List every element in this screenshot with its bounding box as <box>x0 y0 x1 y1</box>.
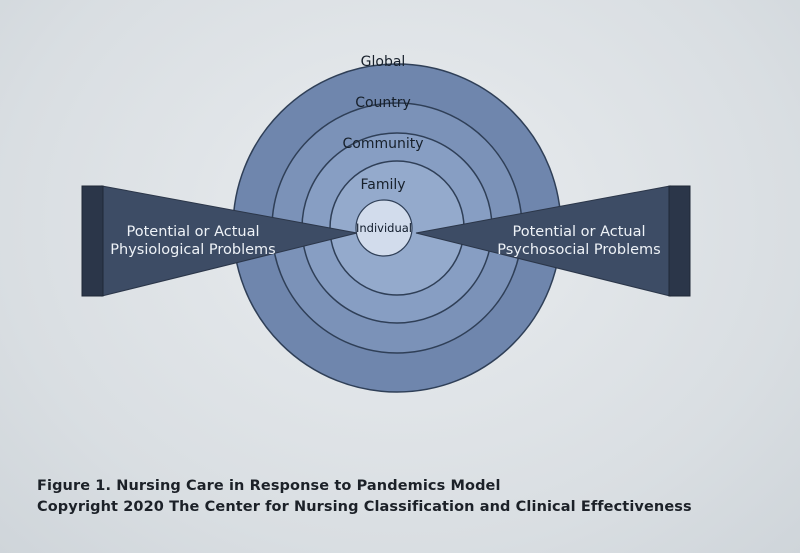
figure-caption-copyright: Copyright 2020 The Center for Nursing Cl… <box>37 499 692 515</box>
left-wedge-physiological: Potential or Actual Physiological Proble… <box>81 185 358 297</box>
ring-label-community: Community <box>342 136 423 152</box>
right-wedge-psychosocial: Potential or Actual Psychosocial Problem… <box>415 185 691 297</box>
concentric-rings <box>232 63 562 393</box>
ring-label-family: Family <box>360 177 405 193</box>
left-wedge-label-line-2: Physiological Problems <box>110 242 275 258</box>
right-wedge-label-line-2: Psychosocial Problems <box>497 242 660 258</box>
left-wedge-label-line-1: Potential or Actual <box>127 224 260 240</box>
left-wedge-cap <box>81 185 104 297</box>
ring-label-country: Country <box>355 95 411 111</box>
right-wedge-label-line-1: Potential or Actual <box>513 224 646 240</box>
right-wedge-cap <box>668 185 691 297</box>
ring-label-global: Global <box>361 54 406 70</box>
ring-individual <box>355 199 413 257</box>
ring-labels: Global Country Community Family Individu… <box>342 54 423 235</box>
figure-caption-title: Figure 1. Nursing Care in Response to Pa… <box>37 478 501 494</box>
ring-label-individual: Individual <box>356 221 412 235</box>
